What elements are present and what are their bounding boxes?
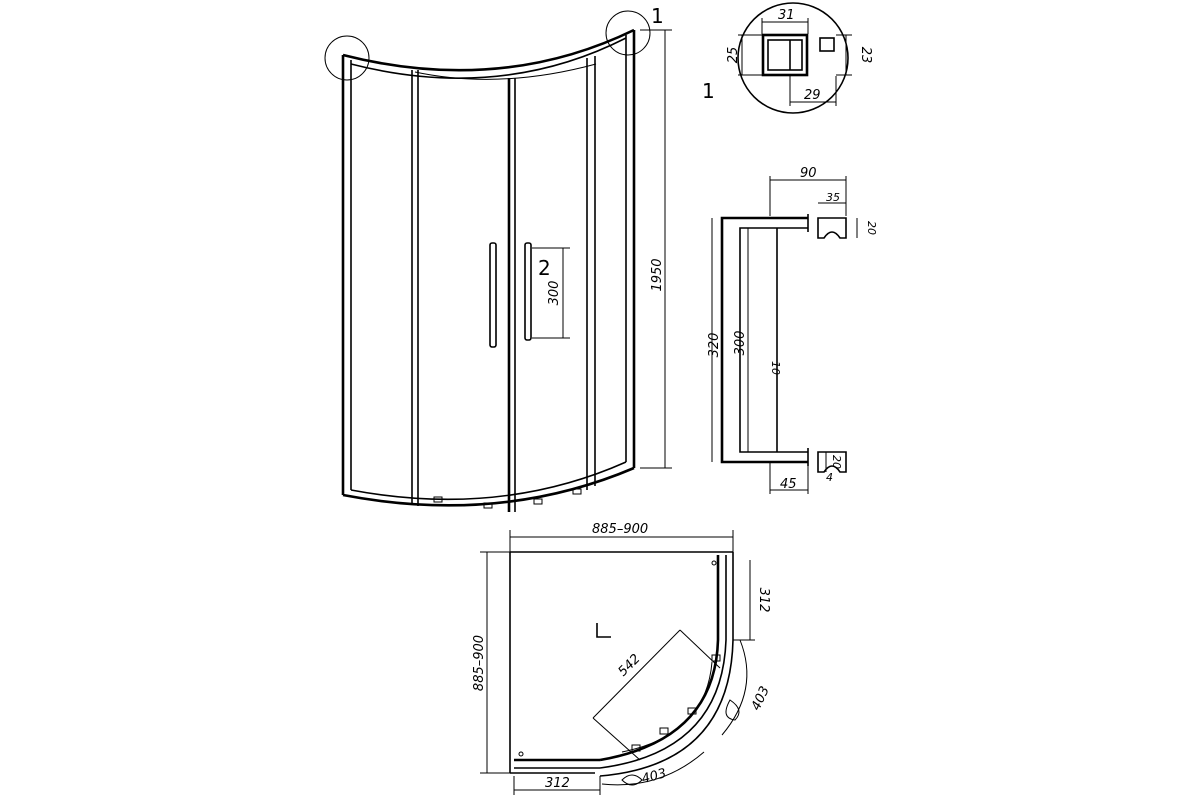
- profile-detail-marker: 1: [702, 79, 715, 103]
- handle-dim-gap: 4: [826, 471, 833, 484]
- handle-dim-mount: 35: [826, 191, 840, 204]
- handle-dim-bar: 10: [769, 361, 782, 375]
- plan-depth-label: 885–900: [472, 635, 487, 691]
- handle-detail: 90 35 20 320 300 10 20 4 45: [707, 166, 878, 494]
- handle-marker: 2: [538, 256, 551, 280]
- detail-marker: 1: [651, 4, 664, 28]
- detail-circle-left: [324, 35, 370, 81]
- plan-width-label: 885–900: [592, 522, 648, 537]
- plan-side-bottom: 312: [545, 776, 570, 791]
- detail-circle-right: [605, 10, 651, 56]
- profile-dim-left: 25: [726, 47, 741, 64]
- profile-dim-top: 31: [778, 8, 795, 23]
- plan-view: 885–900 885–900 312 312 542 403 403: [472, 522, 773, 795]
- handle-dim-bottom-width: 45: [780, 477, 797, 492]
- height-label: 1950: [650, 258, 665, 291]
- handle-dim-inner: 300: [733, 331, 748, 356]
- profile-dim-bottom: 29: [804, 88, 821, 103]
- corner-mark: [596, 623, 611, 638]
- handle-dim-width: 90: [800, 166, 817, 181]
- plan-side-top: 312: [756, 588, 771, 613]
- handle-length-label: 300: [547, 281, 562, 306]
- handle-dim-mount-bottom: 20: [830, 455, 843, 469]
- plan-arc-bottom: 403: [640, 766, 668, 787]
- plan-radius-label: 542: [615, 651, 643, 679]
- plan-arc-top: 403: [749, 684, 773, 713]
- profile-dim-right: 23: [858, 47, 873, 64]
- profile-detail: 1 31 25 23 29: [702, 2, 873, 114]
- handle-dim-total: 320: [707, 333, 722, 358]
- handle-dim-mount-top: 20: [865, 221, 878, 235]
- front-view: 1 1950 2 300: [324, 4, 672, 512]
